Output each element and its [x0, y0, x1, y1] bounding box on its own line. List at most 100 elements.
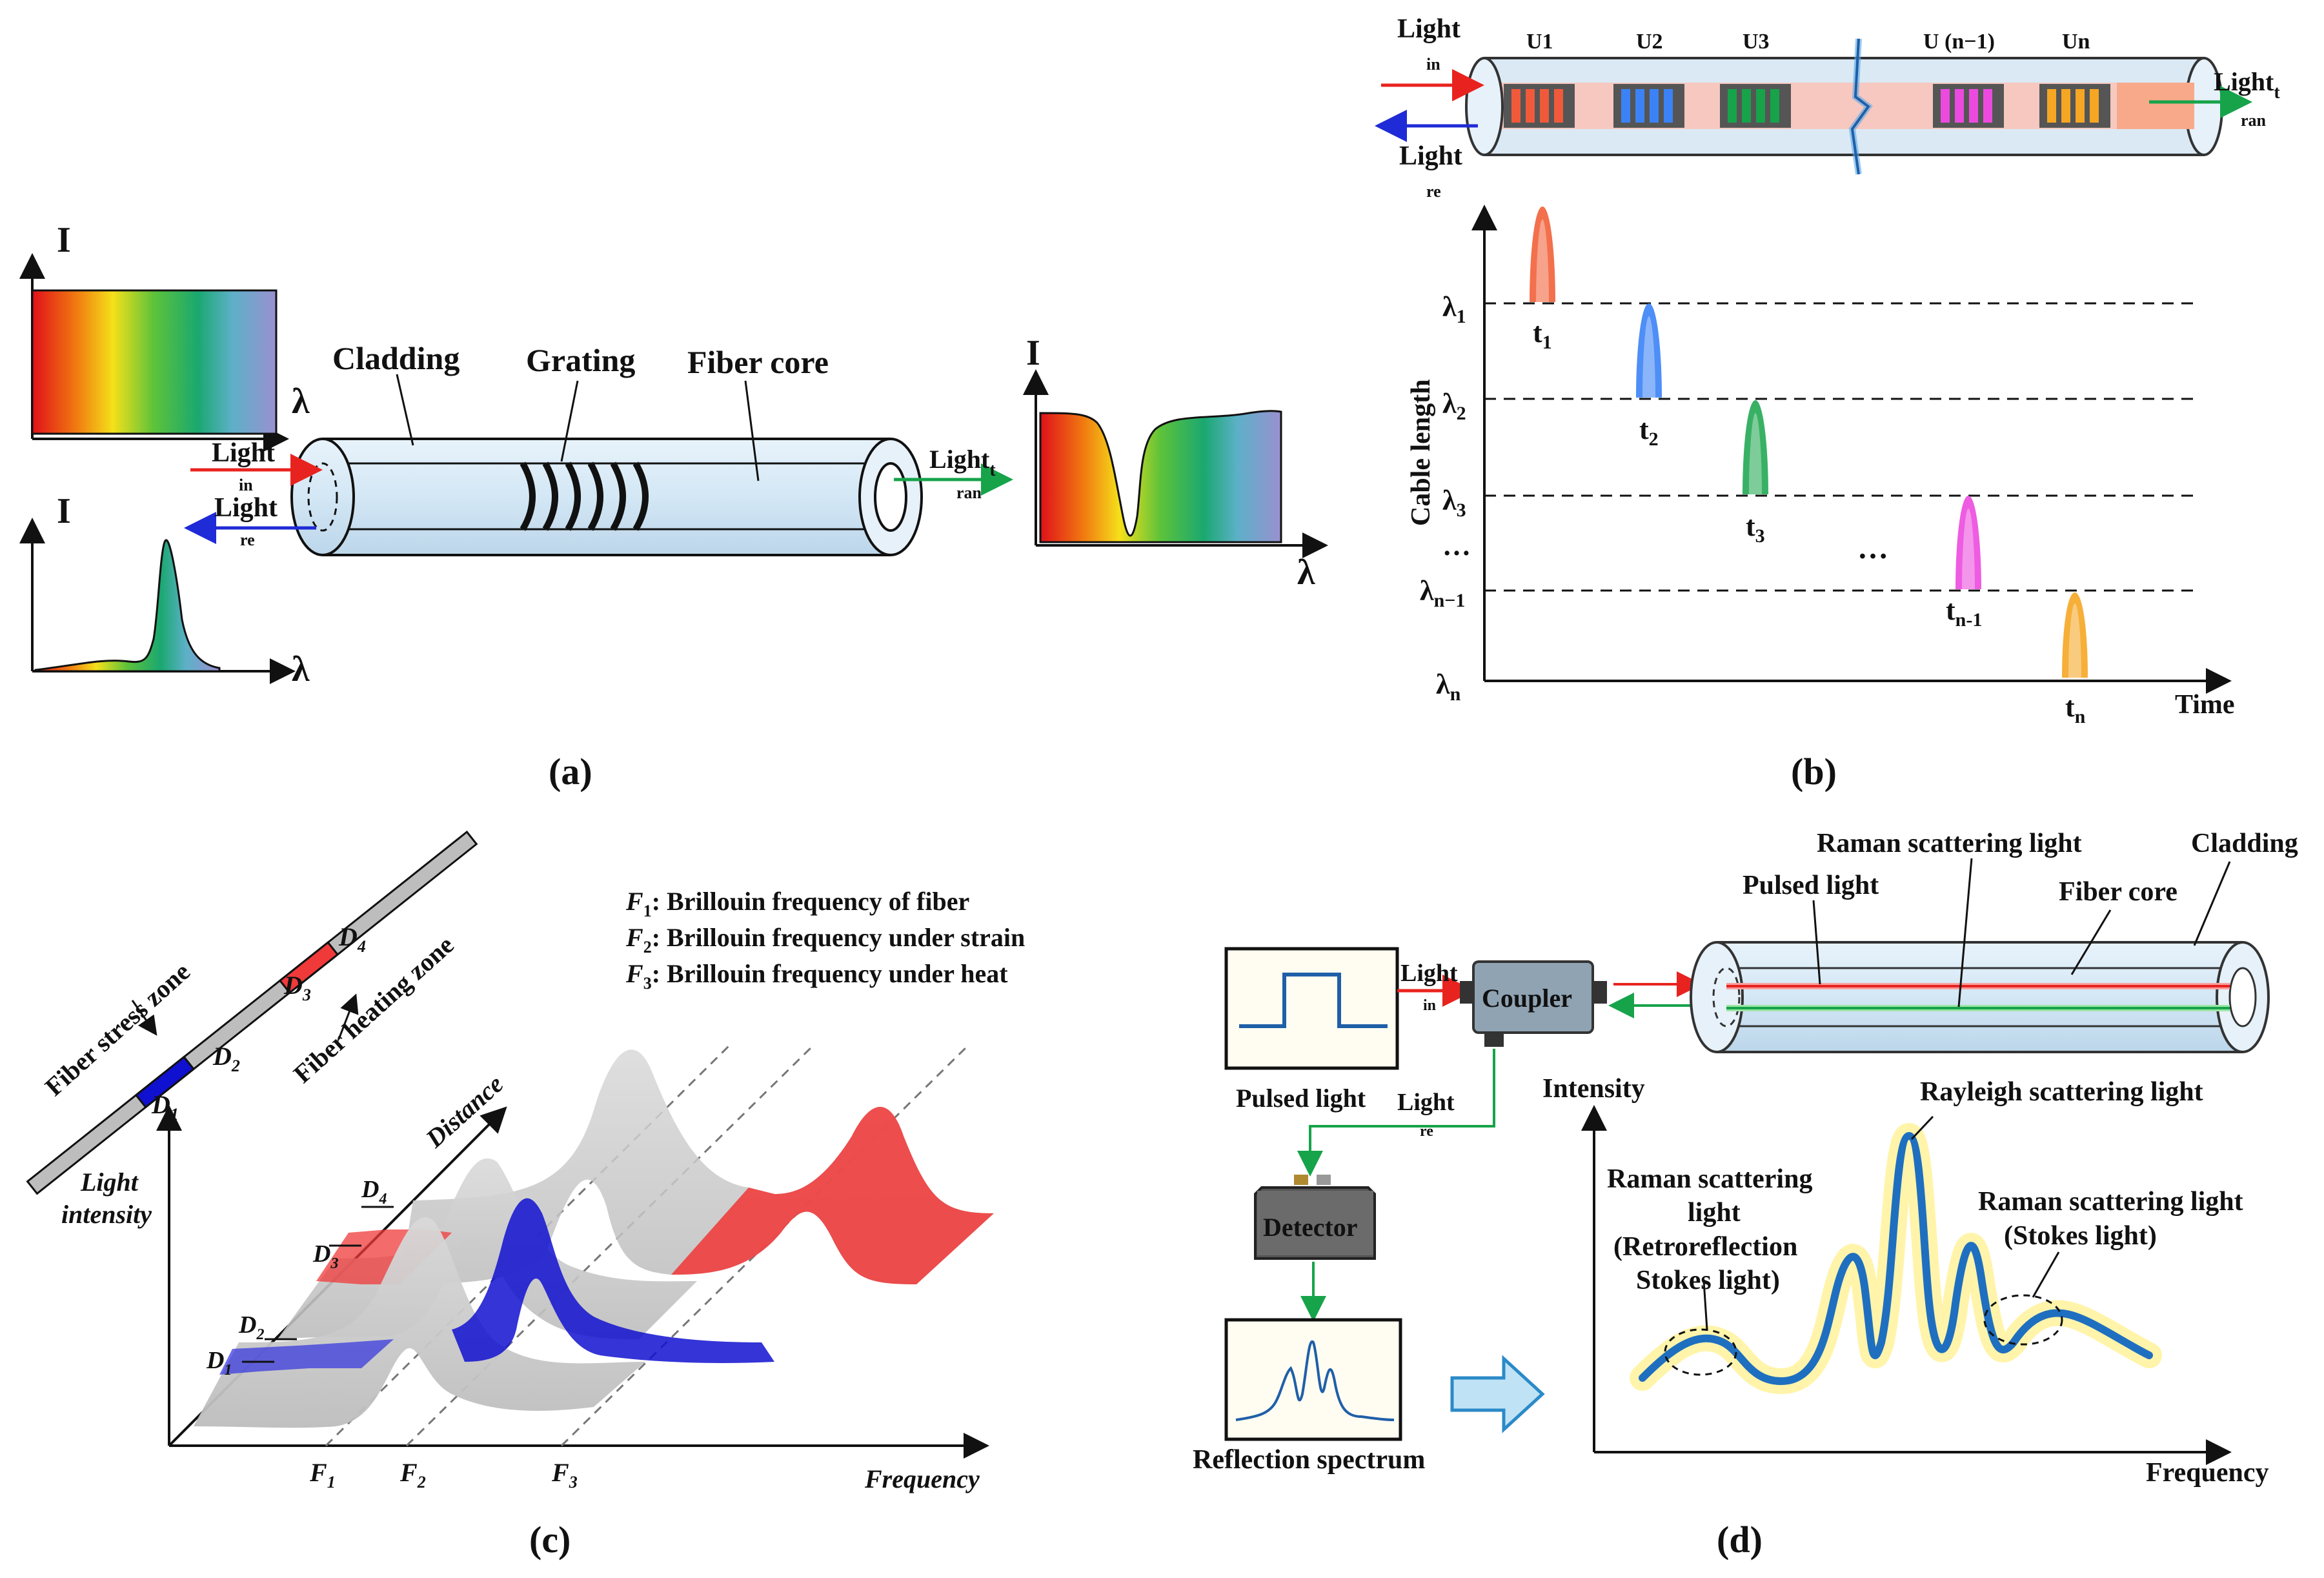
- reflected-peak: [34, 539, 221, 673]
- label-light-in-sub-a: in: [239, 476, 253, 494]
- reflection-spectrum-curve: [1235, 1340, 1395, 1421]
- fiber-core-leader: [744, 380, 760, 481]
- label-light-in-sub-d: in: [1423, 997, 1436, 1014]
- unit-label-1: U1: [1526, 30, 1553, 54]
- pulse-t2: [1636, 303, 1662, 398]
- axis-label-I-1: I: [57, 220, 71, 260]
- caption-a: (a): [549, 751, 592, 793]
- scattering-spectrum: [1639, 1131, 2153, 1386]
- pulse-waveform: [1239, 973, 1388, 1028]
- label-light-tran-a: Lightt: [929, 445, 996, 480]
- zone-d3: D3: [283, 971, 311, 1004]
- diagonal-fiber: [26, 830, 478, 1195]
- grating-unit-n-1: [1933, 84, 2004, 128]
- heating-zone-arrow: [338, 993, 359, 1040]
- unit-label-2: U2: [1636, 30, 1663, 54]
- label-light-tran-sub-a: ran: [956, 483, 982, 502]
- lambda-label-3: λ3: [1442, 485, 1466, 521]
- input-spectrum-bar: [31, 289, 278, 435]
- heat-peak-red: [671, 1107, 994, 1284]
- pulse-t1: [1530, 207, 1555, 302]
- label-raman-right-2: (Stokes light): [2004, 1221, 2157, 1251]
- label-rayleigh: Rayleigh scattering light: [1920, 1077, 2203, 1107]
- grating-unit-1: [1504, 84, 1575, 128]
- leader-raman-right: [2032, 1251, 2060, 1298]
- axis-d4: D4: [361, 1176, 387, 1208]
- panel-c: F1: Brillouin frequency of fiber F2: Bri…: [26, 830, 1025, 1561]
- grating-leader: [560, 380, 579, 462]
- label-light-tran-b: Lightt: [2214, 67, 2280, 103]
- label-raman-right-1: Raman scattering light: [1978, 1187, 2243, 1217]
- leader-raman: [1957, 858, 1973, 1007]
- unit-label-3: U3: [1743, 30, 1770, 54]
- strain-peak-blue: [452, 1198, 774, 1363]
- axis-label-I-2: I: [57, 491, 71, 531]
- grating-unit-n: [2039, 84, 2110, 128]
- panel-a: I λ I λ Cladding: [19, 220, 1328, 793]
- definition-f3: F3: Brillouin frequency under heat: [625, 959, 1008, 993]
- lambda-label-ellipsis: …: [1442, 530, 1471, 561]
- t-label-3: t3: [1746, 511, 1765, 547]
- cladding-leader: [396, 374, 414, 446]
- label-raman-left-1: Raman scattering: [1607, 1164, 1812, 1194]
- leader-cladding: [2193, 861, 2231, 946]
- label-light-in-d: Light: [1400, 960, 1458, 987]
- leader-fiber-core: [2070, 909, 2112, 975]
- definition-f1: F1: Brillouin frequency of fiber: [625, 887, 969, 920]
- pulse-t3: [1743, 400, 1768, 494]
- label-light-re-sub-a: re: [240, 531, 255, 549]
- axis-label-lambda-1: λ: [292, 381, 310, 421]
- leader-rayleigh: [1910, 1115, 1934, 1140]
- raman-fiber: [1690, 941, 2270, 1053]
- axis-title-frequency-d: Frequency: [2146, 1458, 2269, 1488]
- label-light-re-b: Light: [1399, 141, 1462, 171]
- leader-pulsed-light: [1812, 900, 1821, 985]
- block-arrow: [1450, 1355, 1545, 1433]
- label-light-tran-sub-b: ran: [2241, 111, 2267, 130]
- label-light-in-a: Light: [212, 438, 275, 468]
- axis-title-cable-length: Cable length: [1406, 379, 1436, 526]
- label-light-re-a: Light: [214, 493, 278, 523]
- lambda-label-2: λ2: [1442, 388, 1466, 424]
- label-raman-left-2: light: [1688, 1198, 1741, 1228]
- zone-d2: D2: [212, 1042, 240, 1075]
- axis-title-intensity: Intensity: [1542, 1074, 1645, 1104]
- strain-band-d1-d2: [219, 1339, 394, 1375]
- label-detector: Detector: [1263, 1213, 1358, 1242]
- raman-left-marker: [1664, 1328, 1737, 1376]
- axis-title-light-intensity-1: Light: [80, 1168, 139, 1197]
- label-cladding-d: Cladding: [2191, 829, 2298, 858]
- label-fiber-core: Fiber core: [687, 344, 829, 380]
- label-fiber-core-d: Fiber core: [2059, 877, 2177, 907]
- axis-title-light-intensity-2: intensity: [61, 1200, 152, 1229]
- caption-b: (b): [1791, 751, 1837, 793]
- lambda-label-n-1: λn−1: [1420, 575, 1465, 611]
- label-reflection-spectrum: Reflection spectrum: [1193, 1445, 1425, 1475]
- panel-b: U1 U2 U3 U (n−1) Un Light in Light re Li…: [1375, 14, 2280, 793]
- fbg-fiber: [290, 438, 923, 556]
- path-light-re: [1297, 1049, 1495, 1177]
- tick-f1: F1: [309, 1458, 336, 1492]
- axis-title-frequency-c: Frequency: [864, 1464, 980, 1493]
- t-label-n-1: tn-1: [1946, 594, 1982, 631]
- axis-d3: D3: [312, 1240, 338, 1272]
- label-pulsed-light-box: Pulsed light: [1236, 1084, 1366, 1113]
- pulse-t-n: [2062, 592, 2088, 678]
- caption-d: (d): [1717, 1519, 1763, 1561]
- axis-d1: D1: [206, 1347, 232, 1379]
- definition-f2: F2: Brillouin frequency under strain: [625, 923, 1025, 956]
- label-cladding: Cladding: [332, 340, 460, 376]
- zone-d4: D4: [338, 922, 366, 956]
- label-raman-top: Raman scattering light: [1817, 829, 2082, 858]
- grating-unit-3: [1720, 84, 1791, 128]
- label-light-in-sub-b: in: [1426, 55, 1440, 74]
- tick-f2: F2: [399, 1458, 426, 1492]
- zone-d1: D1: [151, 1090, 179, 1124]
- pulsed-light-box: [1224, 947, 1399, 1070]
- label-grating: Grating: [526, 342, 635, 378]
- raman-right-marker: [1983, 1294, 2063, 1346]
- lambda-label-1: λ1: [1442, 291, 1466, 327]
- caption-c: (c): [529, 1519, 571, 1561]
- label-light-re-sub-d: re: [1420, 1123, 1433, 1140]
